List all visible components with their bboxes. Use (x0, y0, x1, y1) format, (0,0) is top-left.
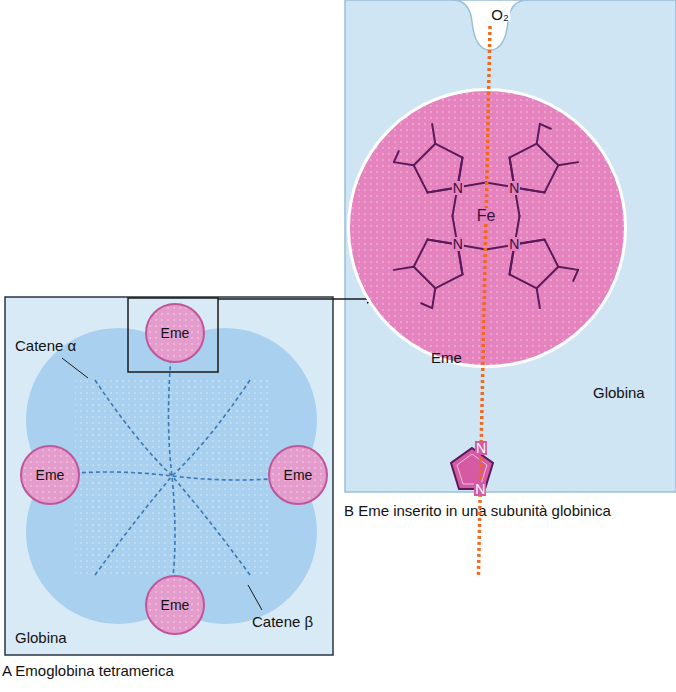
part-label: Eme (284, 467, 313, 483)
panel-frame (5, 297, 333, 655)
heme-circle: Eme (347, 88, 627, 368)
subunit-borders (40, 345, 300, 585)
highlight-square (128, 298, 218, 372)
oxygen-label: O₂ (490, 7, 510, 22)
heme-circle: Eme (145, 303, 205, 363)
oxygen-cleft (452, 0, 528, 50)
part-label: Globina (593, 384, 645, 401)
part-label: Eme (36, 467, 65, 483)
part-label: Catene α (15, 337, 76, 354)
heme-circle: Eme (20, 445, 80, 505)
porphyrin-structure (350, 91, 624, 365)
part-label: Globina (15, 629, 67, 646)
heme-circle: Eme (268, 445, 328, 505)
globin-region (345, 0, 676, 492)
atom-label: N (508, 237, 520, 251)
atom-label: N (474, 482, 486, 496)
zoom-arrow (218, 298, 375, 299)
tetramer-panel: Catene αCatene βGlobinaA Emoglobina tetr… (5, 297, 333, 655)
part-label: Catene β (252, 613, 313, 630)
atom-label: N (475, 441, 487, 455)
part-label: Eme (431, 349, 462, 366)
part-label: Eme (161, 325, 190, 341)
part-label: Eme (161, 597, 190, 613)
panel-caption: B Eme inserito in una subunità globinica (344, 502, 611, 519)
atom-label: Fe (476, 208, 497, 224)
atom-label: N (508, 181, 520, 195)
leader-line (248, 585, 262, 610)
heme-circle: Eme (145, 575, 205, 635)
leader-line (62, 358, 88, 378)
atom-label: N (452, 237, 464, 251)
panel-caption: A Emoglobina tetramerica (2, 662, 174, 679)
atom-label: N (452, 181, 464, 195)
